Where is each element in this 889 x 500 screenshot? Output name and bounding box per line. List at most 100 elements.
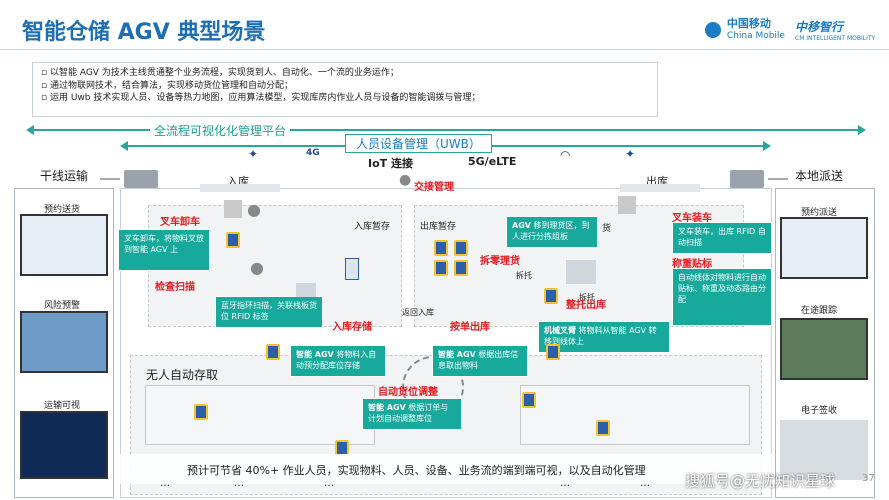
left-item-label: 风险预警 — [44, 301, 81, 311]
forklift-desc-box: 叉车卸车，将物料叉放到智能 AGV 上 — [118, 229, 210, 271]
arrow-left-icon — [26, 125, 34, 135]
rack-icon — [296, 283, 316, 297]
arrow-right-icon — [763, 141, 771, 151]
desc-line: 以智能 AGV 为技术主线贯通整个业务流程，实现货到人、自动化、一个流的业务运作… — [41, 67, 649, 80]
arrow-right-icon — [858, 125, 866, 135]
watermark: 搜狐号@无忧知识星球 — [685, 472, 836, 490]
logo-cm-en: China Mobile — [726, 31, 785, 41]
forklift-icon — [618, 196, 636, 214]
forklift-unload-label: 叉车卸车 — [160, 217, 200, 228]
handover-label: 交接管理 — [414, 182, 454, 193]
china-mobile-logo: 中国移动 China Mobile — [705, 18, 785, 42]
pick-out-label: 按单出库 — [450, 322, 490, 333]
ellipsis: … — [560, 478, 570, 489]
header-rule — [0, 49, 889, 50]
platform-label: 全流程可视化化管理平台 — [150, 122, 291, 139]
worker-icon: ● — [247, 200, 261, 219]
satellite-icon: ✦ — [625, 147, 636, 161]
left-item-label: 运输可视 — [44, 401, 81, 411]
transport-screen — [20, 411, 108, 479]
satellite-icon: ✦ — [248, 147, 259, 161]
agv-icon — [434, 240, 448, 256]
check-scan-label: 检查扫描 — [155, 282, 195, 293]
agv-pick-bold: AGV — [512, 221, 531, 230]
goods-label: 货 — [602, 224, 612, 234]
forklift-load-label: 叉车装车 — [672, 213, 712, 224]
agv-pick-box: AGV 移到理货区，到人进行分拣组板 — [506, 216, 598, 248]
agv-out-text: 根据出库信息取出物料 — [438, 350, 519, 370]
4g-icon: 4G — [306, 148, 320, 158]
footer-text: 预计可节省 40%+ 作业人员，实现物料、人员、设备、业务流的端到端可视，以及自… — [187, 464, 646, 477]
tracking-screen — [780, 318, 868, 380]
arm-box: 机械叉臂 将物料从智能 AGV 转移到线体上 — [538, 321, 670, 353]
left-item-label: 预约送货 — [44, 205, 81, 215]
weigh-label: 称重贴标 — [672, 259, 712, 270]
forklift-icon — [224, 200, 242, 218]
logo-cm-text: 中国移动 — [726, 17, 771, 30]
agv-icon — [454, 260, 468, 276]
right-item-label: 电子签收 — [801, 406, 838, 416]
robot-arm-icon — [566, 260, 596, 284]
outbound-dock — [620, 184, 700, 192]
logo-zy-text: 中移智行 — [795, 20, 844, 34]
agv-icon — [434, 260, 448, 276]
truck-icon — [124, 170, 158, 188]
agv-icon — [194, 404, 208, 420]
ellipsis: … — [324, 478, 334, 489]
agv-in-box: 智能 AGV 将物料入自动预分配库位存储 — [290, 345, 386, 377]
delivery-screen — [780, 217, 868, 279]
out-buffer-label: 出库暂存 — [420, 222, 457, 232]
agv-icon — [596, 420, 610, 436]
inbound-arrow — [100, 178, 120, 180]
description-box: 以智能 AGV 为技术主线贯通整个业务流程，实现货到人、自动化、一个流的业务运作… — [32, 62, 658, 117]
arrow-left-icon — [120, 141, 128, 151]
agv-adjust-bold: 智能 AGV — [368, 403, 406, 412]
logo-zy-en: CM INTELLIGENT MOBILITY — [795, 35, 876, 42]
arm-bold: 机械叉臂 — [544, 326, 576, 335]
iot-label: IoT 连接 — [368, 157, 413, 170]
agv-icon — [546, 344, 560, 360]
agv-in-text: 将物料入自动预分配库位存储 — [296, 350, 377, 370]
inbound-store-label: 入库存储 — [332, 322, 372, 333]
agv-icon — [226, 232, 240, 248]
bt-scan-box: 蓝牙指环扫描，关联栈板货位 RFID 标签 — [215, 296, 323, 328]
agv-icon — [266, 344, 280, 360]
worker-icon: ● — [250, 258, 264, 277]
agv-out-bold: 智能 AGV — [438, 350, 476, 359]
arm-text: 将物料从智能 AGV 转移到线体上 — [544, 326, 657, 346]
right-panel-title: 本地派送 — [795, 169, 844, 183]
schedule-screen — [20, 214, 108, 276]
agv-pick-text: 移到理货区，到人进行分拣组板 — [512, 221, 590, 241]
ellipsis: … — [160, 478, 170, 489]
page-title: 智能仓储 AGV 典型场景 — [22, 20, 266, 45]
signature-device-image — [780, 420, 868, 480]
agv-adjust-text: 根据订单与计划自动调整库位 — [368, 403, 449, 423]
cm-intelligent-logo: 中移智行 CM INTELLIGENT MOBILITY — [795, 18, 875, 42]
tidy-out-label: 整托出库 — [566, 300, 606, 311]
in-buffer-label: 入库暂存 — [354, 222, 391, 232]
desc-line: 运用 Uwb 技术实现人员、设备等热力地图，应用算法模型，实现库房内作业人员与设… — [41, 92, 649, 105]
load-desc-box: 叉车装车，出库 RFID 自动扫描 — [672, 222, 772, 254]
unpack2-label: 拆托 — [579, 293, 595, 302]
ellipsis: … — [234, 478, 244, 489]
net-label: 5G/eLTE — [468, 155, 517, 168]
wifi-icon: ◠ — [560, 148, 571, 162]
agv-in-bold: 智能 AGV — [296, 350, 334, 359]
platform-arrow — [30, 129, 860, 131]
risk-map-screen — [20, 311, 108, 373]
agv-icon — [544, 288, 558, 304]
agv-icon — [522, 392, 536, 408]
inbound-dock — [200, 184, 280, 192]
person-icon: ● — [399, 172, 412, 188]
agv-icon — [454, 240, 468, 256]
split-pick-label: 拆零理货 — [480, 256, 520, 267]
auto-storage-label: 无人自动存取 — [146, 368, 219, 382]
ellipsis: … — [640, 478, 650, 489]
china-mobile-icon — [705, 22, 721, 38]
right-item-label: 预约派送 — [801, 208, 838, 218]
truck-icon — [730, 170, 764, 188]
scanner-icon — [345, 258, 359, 280]
unpack-label: 拆托 — [516, 271, 532, 280]
storage-shelves-right — [520, 385, 750, 445]
left-panel-title: 干线运输 — [40, 169, 89, 183]
